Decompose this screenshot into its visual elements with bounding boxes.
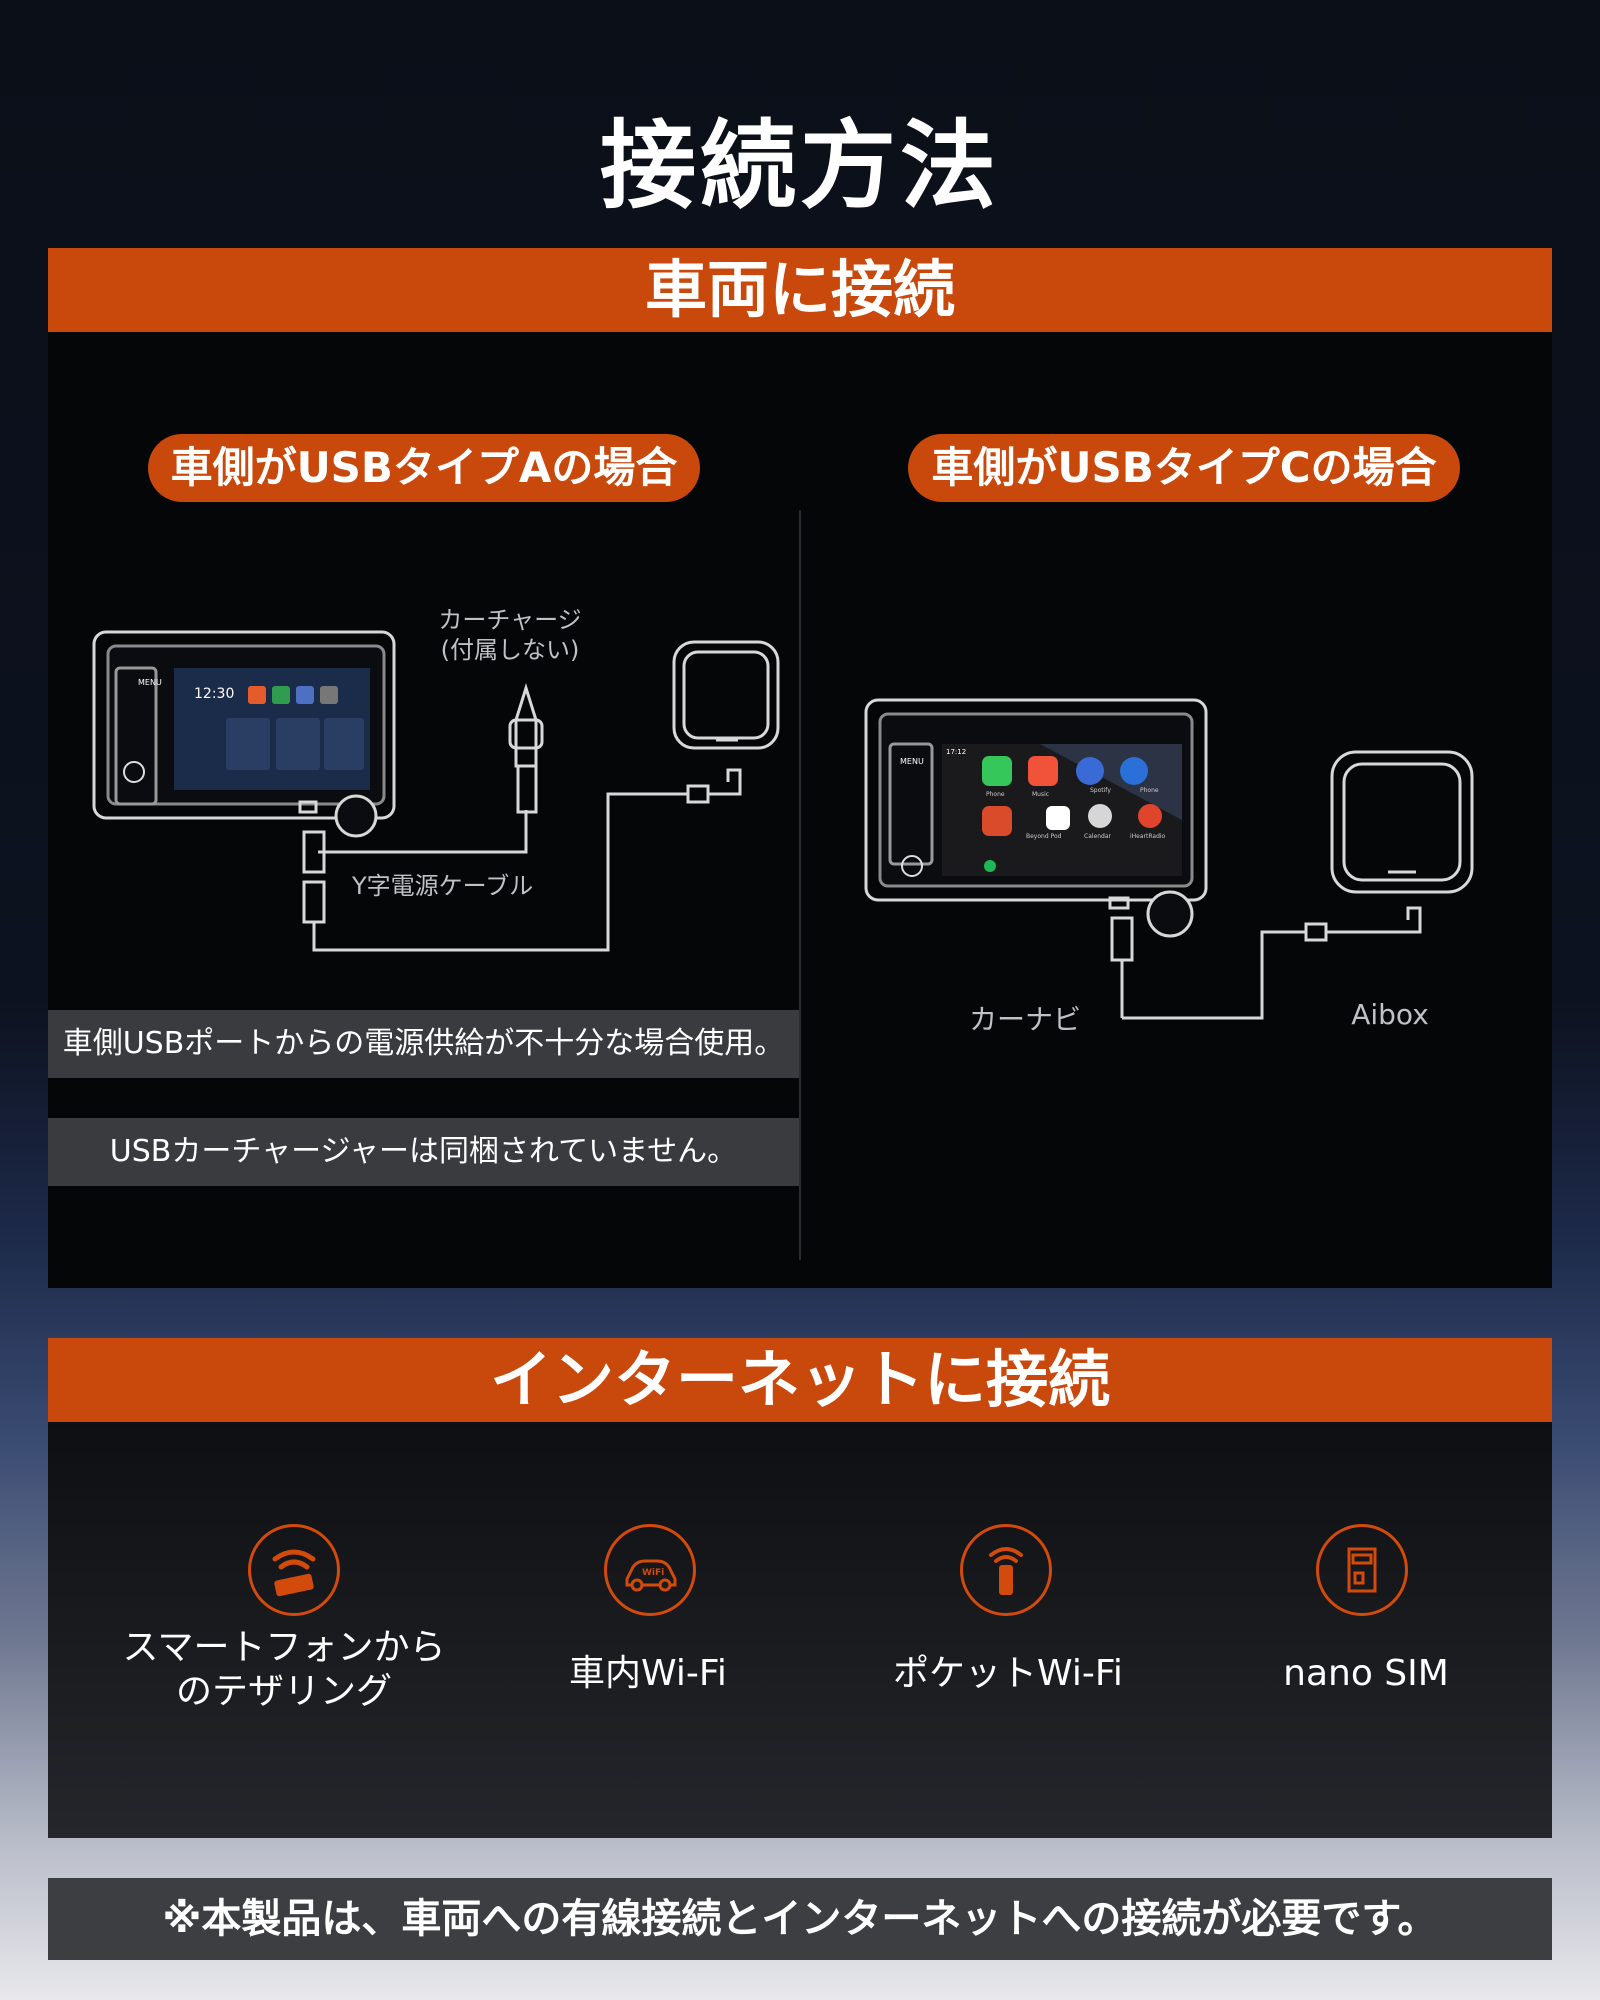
tethering-label-line1: スマートフォンから [122, 1627, 446, 1668]
clock-c: 17:12 [946, 748, 966, 756]
internet-section-title: インターネットに接続 [48, 1338, 1552, 1422]
sim-card-icon [1316, 1524, 1408, 1616]
nano-sim-label: nano SIM [1283, 1653, 1449, 1694]
car-wifi-icon: WiFi [604, 1524, 696, 1616]
app-label-2: Music [1032, 791, 1049, 798]
car-navi-label: カーナビ [968, 1003, 1081, 1036]
aibox-label: Aibox [1351, 998, 1429, 1031]
screen-map-overlay [1040, 744, 1182, 820]
car-wifi-label: 車内Wi-Fi [569, 1653, 727, 1694]
requirement-footer-note: ※本製品は、車両への有線接続とインターネットへの接続が必要です。 [48, 1878, 1552, 1960]
charger-not-included-note: USBカーチャージャーは同梱されていません。 [48, 1118, 799, 1186]
usb-type-c-heading: 車側がUSBタイプCの場合 [908, 434, 1460, 502]
app-label-3: Spotify [1090, 787, 1111, 794]
internet-section-panel [48, 1422, 1552, 1838]
app-label-7: iHeartRadio [1130, 833, 1166, 840]
power-icon-c [901, 855, 923, 877]
section-divider [799, 510, 801, 1260]
usb-type-a-heading: 車側がUSBタイプAの場合 [148, 434, 700, 502]
menu-label-a: MENU [138, 678, 162, 687]
page-title: 接続方法 [600, 110, 1000, 222]
pocket-wifi-label: ポケットWi-Fi [893, 1653, 1123, 1694]
y-cable-label: Y字電源ケーブル [352, 872, 534, 900]
power-icon-a [123, 761, 145, 783]
smartphone-tethering-icon [248, 1524, 340, 1616]
app-label-5: Beyond Pod [1026, 833, 1062, 840]
cables-a [298, 640, 780, 952]
svg-text:WiFi: WiFi [642, 1568, 664, 1578]
usb-type-a-diagram: MENU 12:30 [92, 630, 780, 952]
app-label-1: Phone [986, 791, 1005, 798]
charger-label: カーチャージ (付属しない) [430, 605, 590, 665]
tethering-label: スマートフォンから のテザリング [104, 1626, 464, 1714]
pocket-wifi-icon [960, 1524, 1052, 1616]
cables-c [1108, 750, 1474, 1020]
clock-a: 12:30 [194, 686, 234, 702]
app-tiles-a [226, 686, 364, 770]
tethering-label-line2: のテザリング [175, 1671, 392, 1712]
app-label-4: Phone [1140, 787, 1159, 794]
app-label-6: Calendar [1084, 833, 1112, 840]
usb-type-c-diagram: MENU 17:12 Phone Music Spotify Phone Bey… [864, 698, 1474, 1020]
power-supply-note: 車側USBポートからの電源供給が不十分な場合使用。 [48, 1010, 799, 1078]
charger-label-line1: カーチャージ [438, 606, 582, 634]
menu-label-c: MENU [900, 757, 924, 766]
vehicle-section-title: 車両に接続 [48, 248, 1552, 332]
app-tiles-c [982, 756, 1162, 872]
charger-label-line2: (付属しない) [440, 636, 580, 664]
